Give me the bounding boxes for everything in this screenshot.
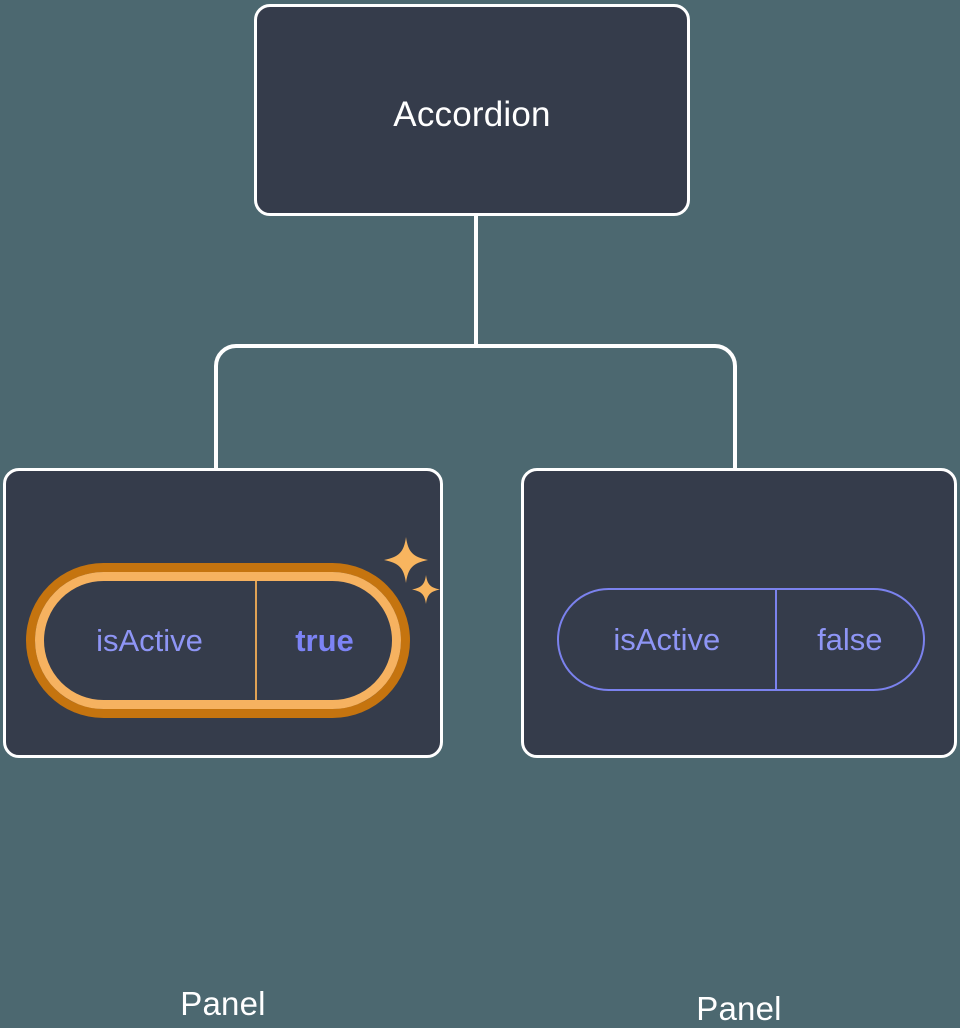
prop-pill-isactive-false[interactable]: isActive false — [557, 588, 925, 691]
prop-key: isActive — [613, 621, 721, 657]
connector-branch-right — [476, 344, 737, 470]
node-panel-left-title: Panel — [180, 985, 266, 1022]
connector-branch-left — [214, 344, 476, 470]
node-accordion-title: Accordion — [393, 95, 551, 134]
component-tree-diagram: Accordion Panel isActive true Panel isAc… — [3, 4, 957, 1027]
prop-value: true — [255, 581, 392, 700]
prop-value: false — [774, 590, 923, 689]
prop-key: isActive — [96, 622, 203, 658]
prop-pill-isactive-true[interactable]: isActive true — [35, 572, 401, 709]
node-panel-right-title: Panel — [696, 990, 782, 1027]
node-accordion[interactable]: Accordion — [254, 4, 690, 216]
